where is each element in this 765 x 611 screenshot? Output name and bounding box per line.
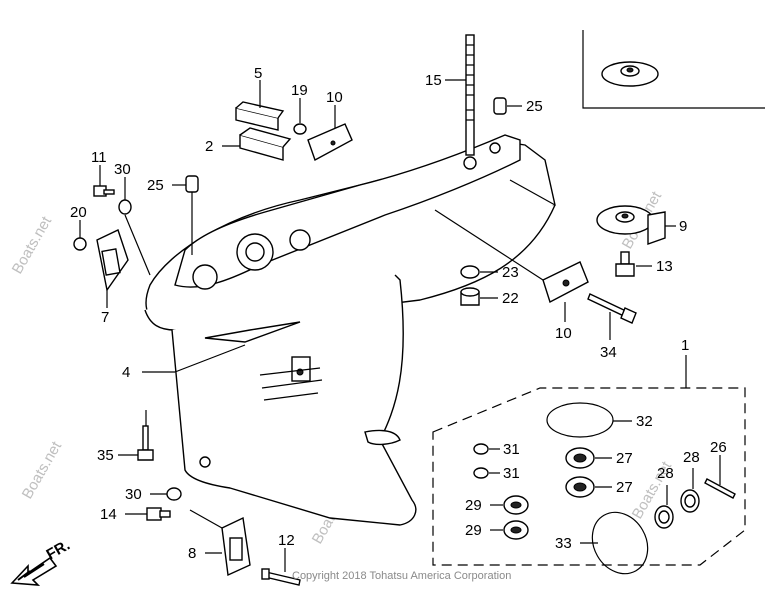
inset-part-6 bbox=[582, 30, 765, 109]
part-12-screw: 12 bbox=[261, 532, 301, 586]
part-19-nut: 19 bbox=[291, 82, 308, 135]
callout-1: 1 bbox=[681, 337, 689, 354]
part-7-anode: 7 bbox=[96, 229, 129, 326]
callout-10-lower: 10 bbox=[555, 325, 572, 342]
part-10-lower: 10 bbox=[434, 209, 589, 342]
part-29-bearing-a: 29 bbox=[465, 495, 529, 515]
part-25-dowel-left: 25 bbox=[147, 175, 199, 255]
part-30-washer-top: 30 bbox=[114, 161, 132, 215]
part-13: 13 bbox=[615, 251, 673, 277]
callout-22: 22 bbox=[502, 290, 519, 307]
callout-30-bottom: 30 bbox=[125, 486, 142, 503]
callout-34: 34 bbox=[600, 344, 617, 361]
part-9: 9 bbox=[596, 205, 687, 245]
callout-30-top: 30 bbox=[114, 161, 131, 178]
callout-4: 4 bbox=[122, 364, 130, 381]
callout-32: 32 bbox=[636, 413, 653, 430]
callout-26: 26 bbox=[710, 439, 727, 456]
part-26-pin: 26 bbox=[704, 439, 736, 499]
part-30-washer-bottom: 30 bbox=[125, 486, 182, 503]
callout-11: 11 bbox=[91, 149, 107, 166]
part-10-top: 10 bbox=[307, 89, 353, 162]
callout-29-a: 29 bbox=[465, 497, 482, 514]
part-11-bolt: 11 bbox=[91, 149, 115, 197]
callout-29-b: 29 bbox=[465, 522, 482, 539]
callout-20: 20 bbox=[70, 204, 87, 221]
callout-31-a: 31 bbox=[503, 441, 520, 458]
callout-9: 9 bbox=[679, 218, 687, 235]
callout-4-group: 4 bbox=[122, 344, 246, 381]
gear-case-housing bbox=[144, 134, 556, 526]
callout-28-b: 28 bbox=[683, 449, 700, 466]
callout-2: 2 bbox=[205, 138, 213, 155]
callout-7: 7 bbox=[101, 309, 109, 326]
watermark-bottom-left: Boats.net bbox=[19, 438, 66, 502]
part-23-washer: 23 bbox=[460, 264, 519, 281]
part-29-bearing-b: 29 bbox=[465, 520, 529, 540]
callout-25-left: 25 bbox=[147, 177, 164, 194]
copyright-notice: Copyright 2018 Tohatsu America Corporati… bbox=[292, 570, 511, 582]
part-27-bearing-a: 27 bbox=[565, 447, 633, 469]
callout-15: 15 bbox=[425, 72, 442, 89]
callout-35: 35 bbox=[97, 447, 114, 464]
part-22-nut: 22 bbox=[460, 287, 519, 307]
callout-10-top: 10 bbox=[326, 89, 343, 106]
part-15-stud: 15 bbox=[425, 34, 475, 156]
part-28-seal-b: 28 bbox=[680, 449, 700, 513]
part-27-bearing-b: 27 bbox=[565, 476, 633, 498]
part-5: 5 bbox=[235, 65, 285, 131]
front-direction-arrow: FR. bbox=[10, 537, 73, 586]
part-2: 2 bbox=[205, 127, 292, 161]
callout-13: 13 bbox=[656, 258, 673, 275]
callout-14: 14 bbox=[100, 506, 117, 523]
callout-31-b: 31 bbox=[503, 465, 520, 482]
callout-25-right: 25 bbox=[526, 98, 543, 115]
callout-19: 19 bbox=[291, 82, 308, 99]
callout-5: 5 bbox=[254, 65, 262, 82]
watermark-left: Boats.net bbox=[9, 213, 56, 277]
callout-1-group: 1 bbox=[432, 337, 746, 566]
callout-23: 23 bbox=[502, 264, 519, 281]
callout-27-b: 27 bbox=[616, 479, 633, 496]
part-14-bolt: 14 bbox=[100, 506, 171, 523]
part-31-washer-a: 31 bbox=[473, 441, 520, 458]
callout-28-a: 28 bbox=[657, 465, 674, 482]
part-34-bolt: 34 bbox=[587, 293, 637, 361]
callout-33: 33 bbox=[555, 535, 572, 552]
callout-8: 8 bbox=[188, 545, 196, 562]
part-32-oring: 32 bbox=[546, 402, 653, 438]
callout-12: 12 bbox=[278, 532, 295, 549]
part-25-dowel-right: 25 bbox=[493, 97, 543, 115]
part-31-washer-b: 31 bbox=[473, 465, 520, 482]
callout-27-a: 27 bbox=[616, 450, 633, 467]
part-8-anode: 8 bbox=[188, 509, 251, 577]
part-28-seal-a: 28 bbox=[654, 465, 674, 529]
part-33-oring: 33 bbox=[555, 511, 649, 575]
part-35-bolt: 35 bbox=[97, 410, 154, 464]
part-20-nut: 20 bbox=[70, 204, 87, 251]
